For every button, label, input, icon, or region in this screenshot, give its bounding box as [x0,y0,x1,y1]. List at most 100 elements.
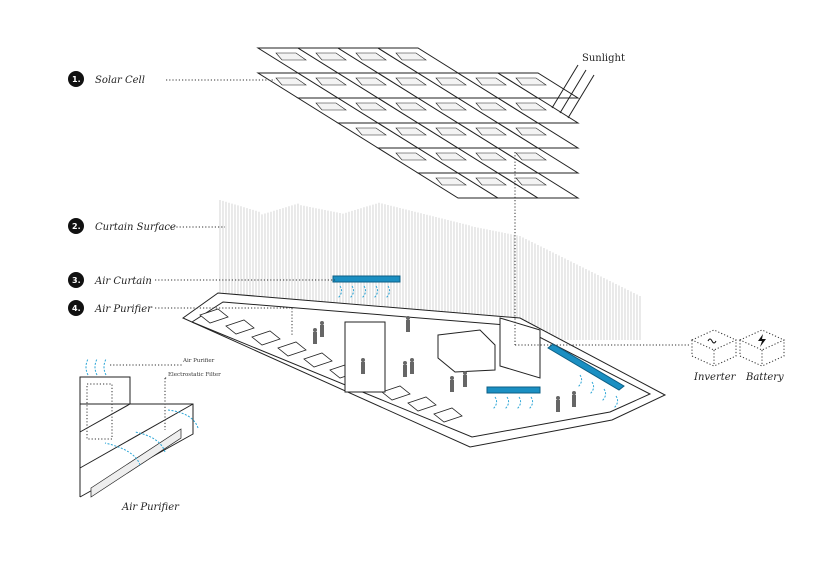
airflow-arrow [528,396,534,410]
solar-cell-opening [435,177,467,186]
solar-cell-opening [475,177,507,186]
battery: Battery [738,329,786,383]
label-number: 3. [72,276,81,285]
solar-cell-opening [515,77,547,86]
wall-panel [344,321,386,393]
person-head [406,316,410,320]
floor-plate [182,292,667,448]
sun-ray [567,74,595,119]
label-number: 1. [72,75,81,84]
inverter-label: Inverter [693,372,737,383]
airflow-arrow [492,396,498,410]
airflow-arrow [337,285,343,299]
airflow [337,285,619,410]
solar-cell-opening [515,177,547,186]
person-head [320,321,324,325]
person-body [463,375,467,387]
purifier-body [79,403,194,498]
solar-cell-opening [515,152,547,161]
curtain-surface [219,200,641,340]
person-head [463,371,467,375]
label-air-curtain: Air Curtain [94,276,152,287]
solar-cell-opening [475,127,507,136]
solar-cell-opening [395,52,427,61]
label-2: 2. Curtain Surface [68,218,176,234]
air-intake-flow [104,409,199,466]
planter [381,385,411,401]
solar-cell-opening [435,77,467,86]
solar-cell-opening [355,52,387,61]
solar-cell-opening [475,77,507,86]
label-leaders [155,79,690,346]
purifier-body [79,403,194,469]
person-head [410,358,414,362]
number-badge [68,300,84,316]
solar-cell-opening [395,102,427,111]
person-body [410,362,414,374]
person-head [572,391,576,395]
person-body [572,395,576,407]
solar-cell-opening [355,102,387,111]
number-badge [68,218,84,234]
purifier-body [79,403,131,433]
callout-air-purifier: Air Purifier [182,358,215,364]
solar-cell-roof [256,47,580,199]
person-body [556,400,560,412]
person-body [313,332,317,344]
solar-cell-opening [515,102,547,111]
solar-cell-opening [315,77,347,86]
planter [433,407,463,423]
airflow-arrow [577,374,583,388]
battery-box [739,340,785,367]
counter [437,329,496,373]
ac-wave-icon [707,338,717,344]
solar-cell-opening [435,127,467,136]
air-curtain-unit [332,275,401,283]
solar-cell-opening [395,127,427,136]
planter [251,330,281,346]
airflow-arrow [361,285,367,299]
sunlight-arrows: Sunlight [551,53,625,119]
solar-cell-opening [435,152,467,161]
solar-cell-opening [315,52,347,61]
person-head [450,376,454,380]
label-number: 2. [72,222,81,231]
person-body [406,320,410,332]
airflow-arrow [385,285,391,299]
solar-cell-opening [475,102,507,111]
air-purifier-inset: Air Purifier Electrostatic Filter Air Pu… [79,358,221,513]
air-curtain-unit [486,386,541,394]
airflow-arrow [504,396,510,410]
inverter-box [691,340,737,367]
label-air-purifier: Air Purifier [94,304,153,315]
inset-title: Air Purifier [121,502,180,513]
planter [225,319,255,335]
inverter-box [690,329,738,351]
planter [303,352,333,368]
label-solar-cell: Solar Cell [95,75,145,86]
lightning-icon [758,334,766,347]
planter [277,341,307,357]
solar-cell-opening [395,77,427,86]
person-body [403,365,407,377]
planter [199,308,229,324]
electrostatic-filter [90,428,182,498]
solar-cell-opening [435,102,467,111]
floor-outline [182,292,667,448]
floor-inner-edge [191,301,652,438]
solar-cell-opening [275,77,307,86]
person-body [450,380,454,392]
solar-cell-opening [315,102,347,111]
number-badge [68,272,84,288]
solar-cell-opening [395,152,427,161]
person-head [361,358,365,362]
airflow-arrow [613,395,619,409]
solar-cell-opening [475,152,507,161]
sunlight-label: Sunlight [582,53,625,64]
wall-panel [499,317,541,379]
planter [407,396,437,412]
sun-ray [559,69,587,114]
people [313,316,576,412]
solar-cell-opening [355,77,387,86]
